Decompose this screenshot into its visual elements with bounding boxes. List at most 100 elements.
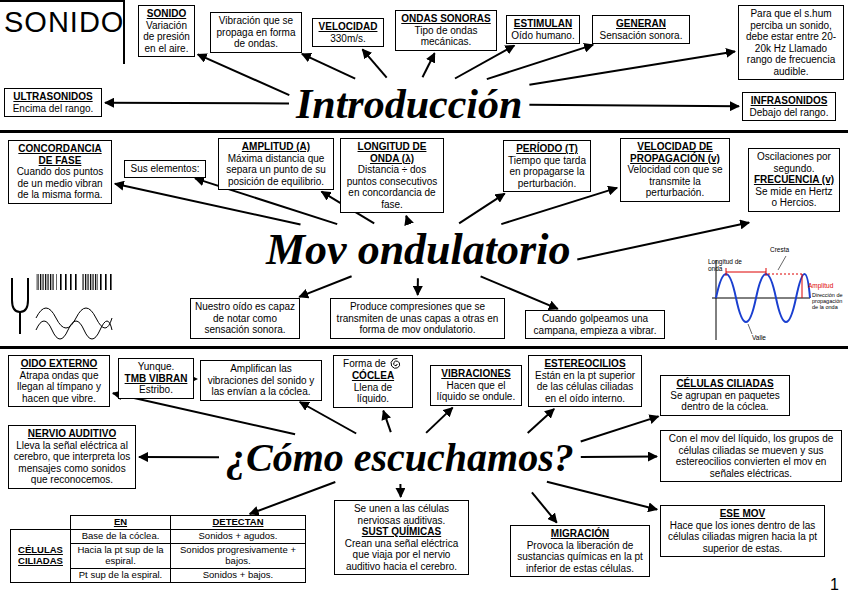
connector-arrow [426, 408, 453, 433]
concept-box: Para que el s.hum perciba un sonido, deb… [738, 5, 844, 80]
table-cell: Base de la cóclea. [70, 529, 171, 544]
box-text: Sensación sonora. [596, 30, 686, 42]
box-heading: VELOCIDAD [316, 21, 380, 33]
box-heading: GENERAN [596, 18, 686, 30]
connector-arrow [547, 482, 657, 510]
concept-box: ULTRASONIDOSEncima del rango. [4, 88, 102, 117]
concept-box: AMPLITUD (A)Máxima distancia que separa … [218, 138, 334, 190]
box-heading: ONDAS SONORAS [399, 13, 493, 25]
box-heading: TMB VIBRAN [122, 373, 190, 385]
concept-box: Yunque.TMB VIBRANEstribo. [118, 358, 194, 399]
concept-box: ESTIMULANOído humano. [506, 15, 580, 44]
connector-arrow [399, 484, 401, 497]
concept-box: VIBRACIONESHacen que el líquido se ondul… [430, 365, 522, 406]
figure-label: Valle [752, 334, 766, 341]
section-divider [0, 130, 848, 133]
box-heading: PERÍODO (T) [507, 143, 587, 155]
connector-arrow [581, 416, 659, 441]
connector-arrow [362, 49, 386, 77]
page-number: 1 [830, 576, 839, 594]
box-heading: SUST QUÍMICAS [338, 526, 465, 538]
box-heading: ESE MOV [664, 508, 821, 520]
box-heading: LONGITUD DE ONDA (λ) [344, 141, 440, 164]
box-text: Vibración que se propaga en forma de ond… [214, 15, 298, 50]
connector-arrow [423, 53, 435, 77]
box-heading: FRECUENCIA (v) [752, 174, 836, 186]
concept-box: CÉLULAS CILIADASSe agrupan en paquetes d… [660, 375, 790, 416]
connector-arrow [581, 456, 657, 459]
table-cell: Sonidos + bajos. [170, 568, 306, 583]
box-heading: OIDO EXTERNO [12, 358, 106, 370]
box-heading: INFRASONIDOS [746, 95, 832, 107]
box-heading: NERVIO AUDITIVO [12, 428, 132, 440]
table-cell: Hacia la pt sup de la espiral. [70, 543, 171, 569]
connector-arrow [302, 54, 355, 79]
concept-box: PERÍODO (T)Tiempo que tarda en propagars… [503, 140, 591, 192]
concept-box: Cuando golpeamos una campana, empieza a … [525, 310, 665, 339]
figure-label: Amplitud [808, 282, 833, 289]
connector-arrow [417, 278, 419, 295]
box-text: Llena de líquido. [337, 382, 409, 405]
table-cell: CÉLULAS CILIADAS [10, 529, 71, 583]
concept-box: Se unen a las células nerviosas auditiva… [334, 500, 469, 575]
table-cell: DETECTAN [170, 515, 306, 530]
box-heading: AMPLITUD (A) [222, 141, 330, 153]
concept-box: Produce compresiones que se transmiten d… [330, 298, 505, 339]
concept-box: INFRASONIDOSDebajo del rango. [742, 92, 836, 121]
box-text: Produce compresiones que se transmiten d… [334, 301, 501, 336]
concept-box: LONGITUD DE ONDA (λ)Distancia ÷ dos punt… [340, 138, 444, 213]
box-text: Encima del rango. [8, 103, 98, 115]
connector-arrow [532, 492, 557, 522]
box-text: Con el mov del líquido, los grupos de cé… [664, 433, 838, 479]
box-text: Para que el s.hum perciba un sonido, deb… [742, 8, 840, 77]
box-text: Estribo. [122, 384, 190, 396]
connector-arrow [383, 411, 391, 433]
box-text: Provoca la liberación de sustancias quím… [514, 540, 646, 575]
table-cell: Pt sup de la espiral. [70, 568, 171, 583]
box-text: Forma de [343, 358, 386, 370]
box-heading: ESTEREOCILIOS [532, 358, 638, 370]
box-heading: VELOCIDAD DE PROPAGACIÓN (v) [624, 141, 726, 164]
section-divider [0, 346, 848, 349]
figure-label: Cresta [770, 246, 789, 253]
box-heading: SONIDO [142, 8, 191, 20]
concept-box: ONDAS SONORASTipo de ondas mecánicas. [395, 10, 497, 51]
concept-box: GENERANSensación sonora. [592, 15, 690, 44]
page-title: SONIDO [4, 8, 124, 37]
concept-box: ESE MOVHace que los iones dentro de las … [660, 505, 825, 557]
connector-arrow [139, 456, 219, 458]
connector-arrow [299, 276, 351, 297]
connector-arrow [105, 102, 289, 105]
concept-box: NERVIO AUDITIVOLleva la señal eléctrica … [8, 425, 136, 489]
connector-arrow [501, 188, 617, 224]
connector-arrow [487, 45, 593, 79]
box-text: 330m/s. [316, 33, 380, 45]
concept-box: Con el mov del líquido, los grupos de cé… [660, 430, 842, 482]
box-heading: CÉLULAS CILIADAS [664, 378, 786, 390]
box-text: Amplifican las vibraciones del sonido y … [204, 363, 318, 398]
connector-arrow [529, 52, 735, 85]
tuning-fork-illustration [12, 274, 112, 339]
concept-box: Amplifican las vibraciones del sonido y … [200, 360, 322, 401]
box-text: Cuando dos puntos de un medio vibran de … [12, 166, 108, 201]
box-text: Tiempo que tarda en propagarse la pertur… [507, 155, 587, 190]
concept-box: Vibración que se propaga en forma de ond… [210, 12, 302, 53]
concept-box: Forma deCÓCLEALlena de líquido. [333, 355, 413, 408]
box-text: Yunque. [122, 361, 190, 373]
hub-text: Introducción [296, 82, 522, 126]
connector-arrow [406, 216, 408, 222]
concept-box: Nuestro oído es capaz de notar como sens… [190, 298, 300, 339]
wave-graph [712, 256, 810, 340]
figure-label: Dirección de propagación de la onda [812, 292, 846, 310]
figure-label: Longitud de onda [708, 258, 758, 272]
box-text: Cuando golpeamos una campana, empieza a … [529, 313, 661, 336]
concept-box: SONIDOVariación de presión en el aire. [138, 5, 195, 57]
connector-arrow [198, 54, 290, 95]
hub-text: ¿Cómo escuchamos? [226, 437, 574, 479]
connector-arrow [577, 223, 749, 260]
box-text: Se mide en Hertz o Hercios. [752, 186, 836, 209]
box-text: Oído humano. [510, 30, 576, 42]
box-text: Hacen que el líquido se ondule. [434, 380, 518, 403]
concept-box: VELOCIDAD DE PROPAGACIÓN (v)Velocidad co… [620, 138, 730, 202]
